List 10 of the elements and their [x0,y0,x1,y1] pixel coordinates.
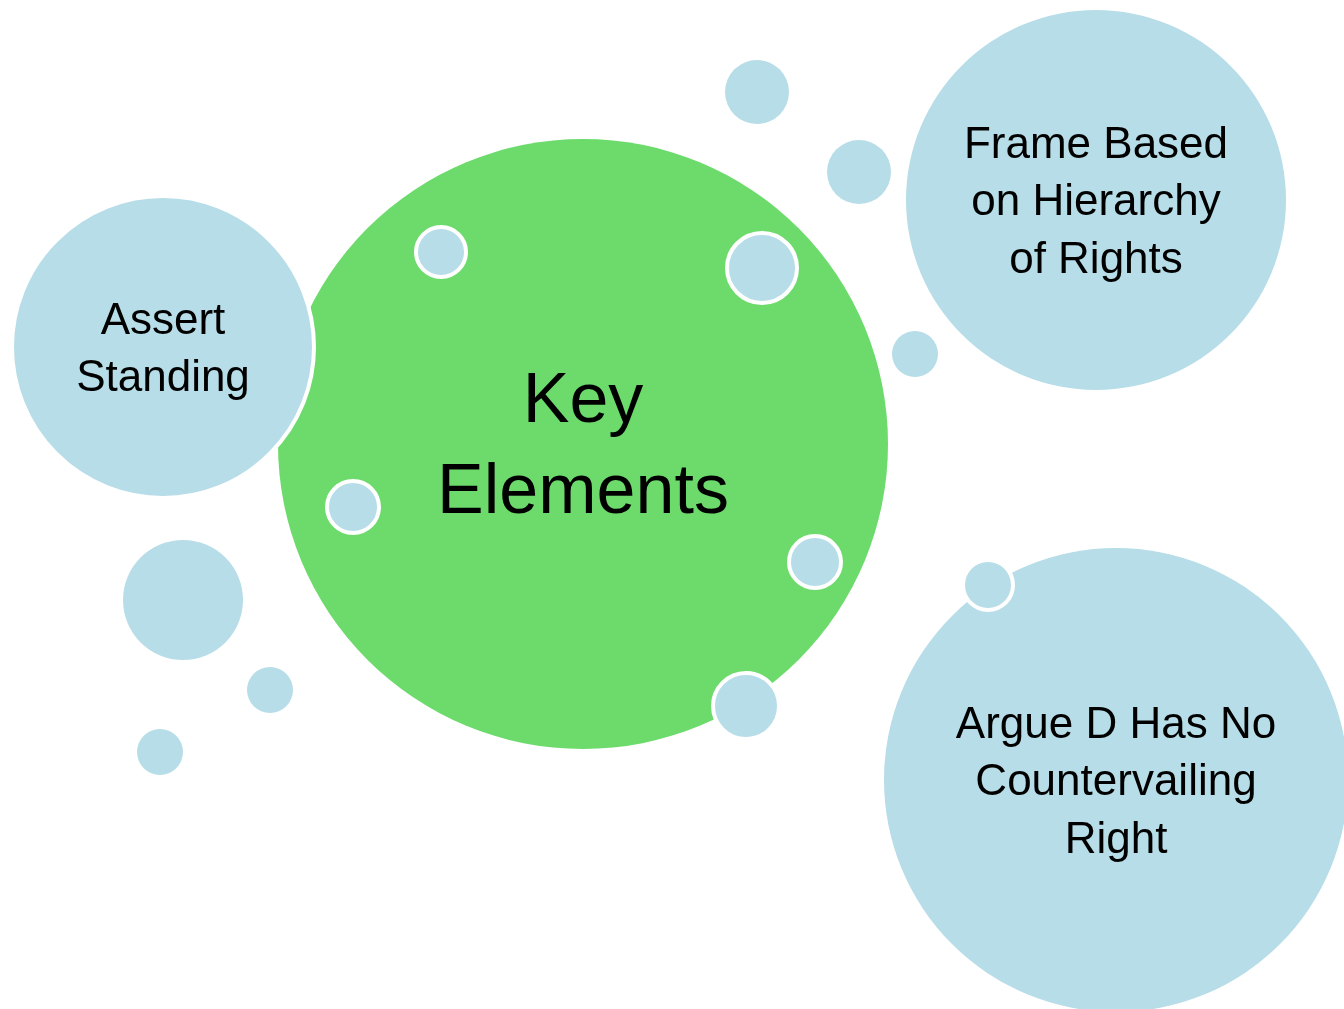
small-bubble [137,729,183,775]
circle-label: Assert Standing [75,292,251,402]
small-bubble [892,331,938,377]
circle-label: Key Elements [436,358,730,530]
small-bubble [787,534,843,590]
circle-label: Argue D Has No Countervailing Right [954,697,1278,864]
small-bubble [247,667,293,713]
small-bubble [325,479,381,535]
circle-label: Frame Based on Hierarchy of Rights [962,117,1230,284]
small-bubble [414,225,468,279]
